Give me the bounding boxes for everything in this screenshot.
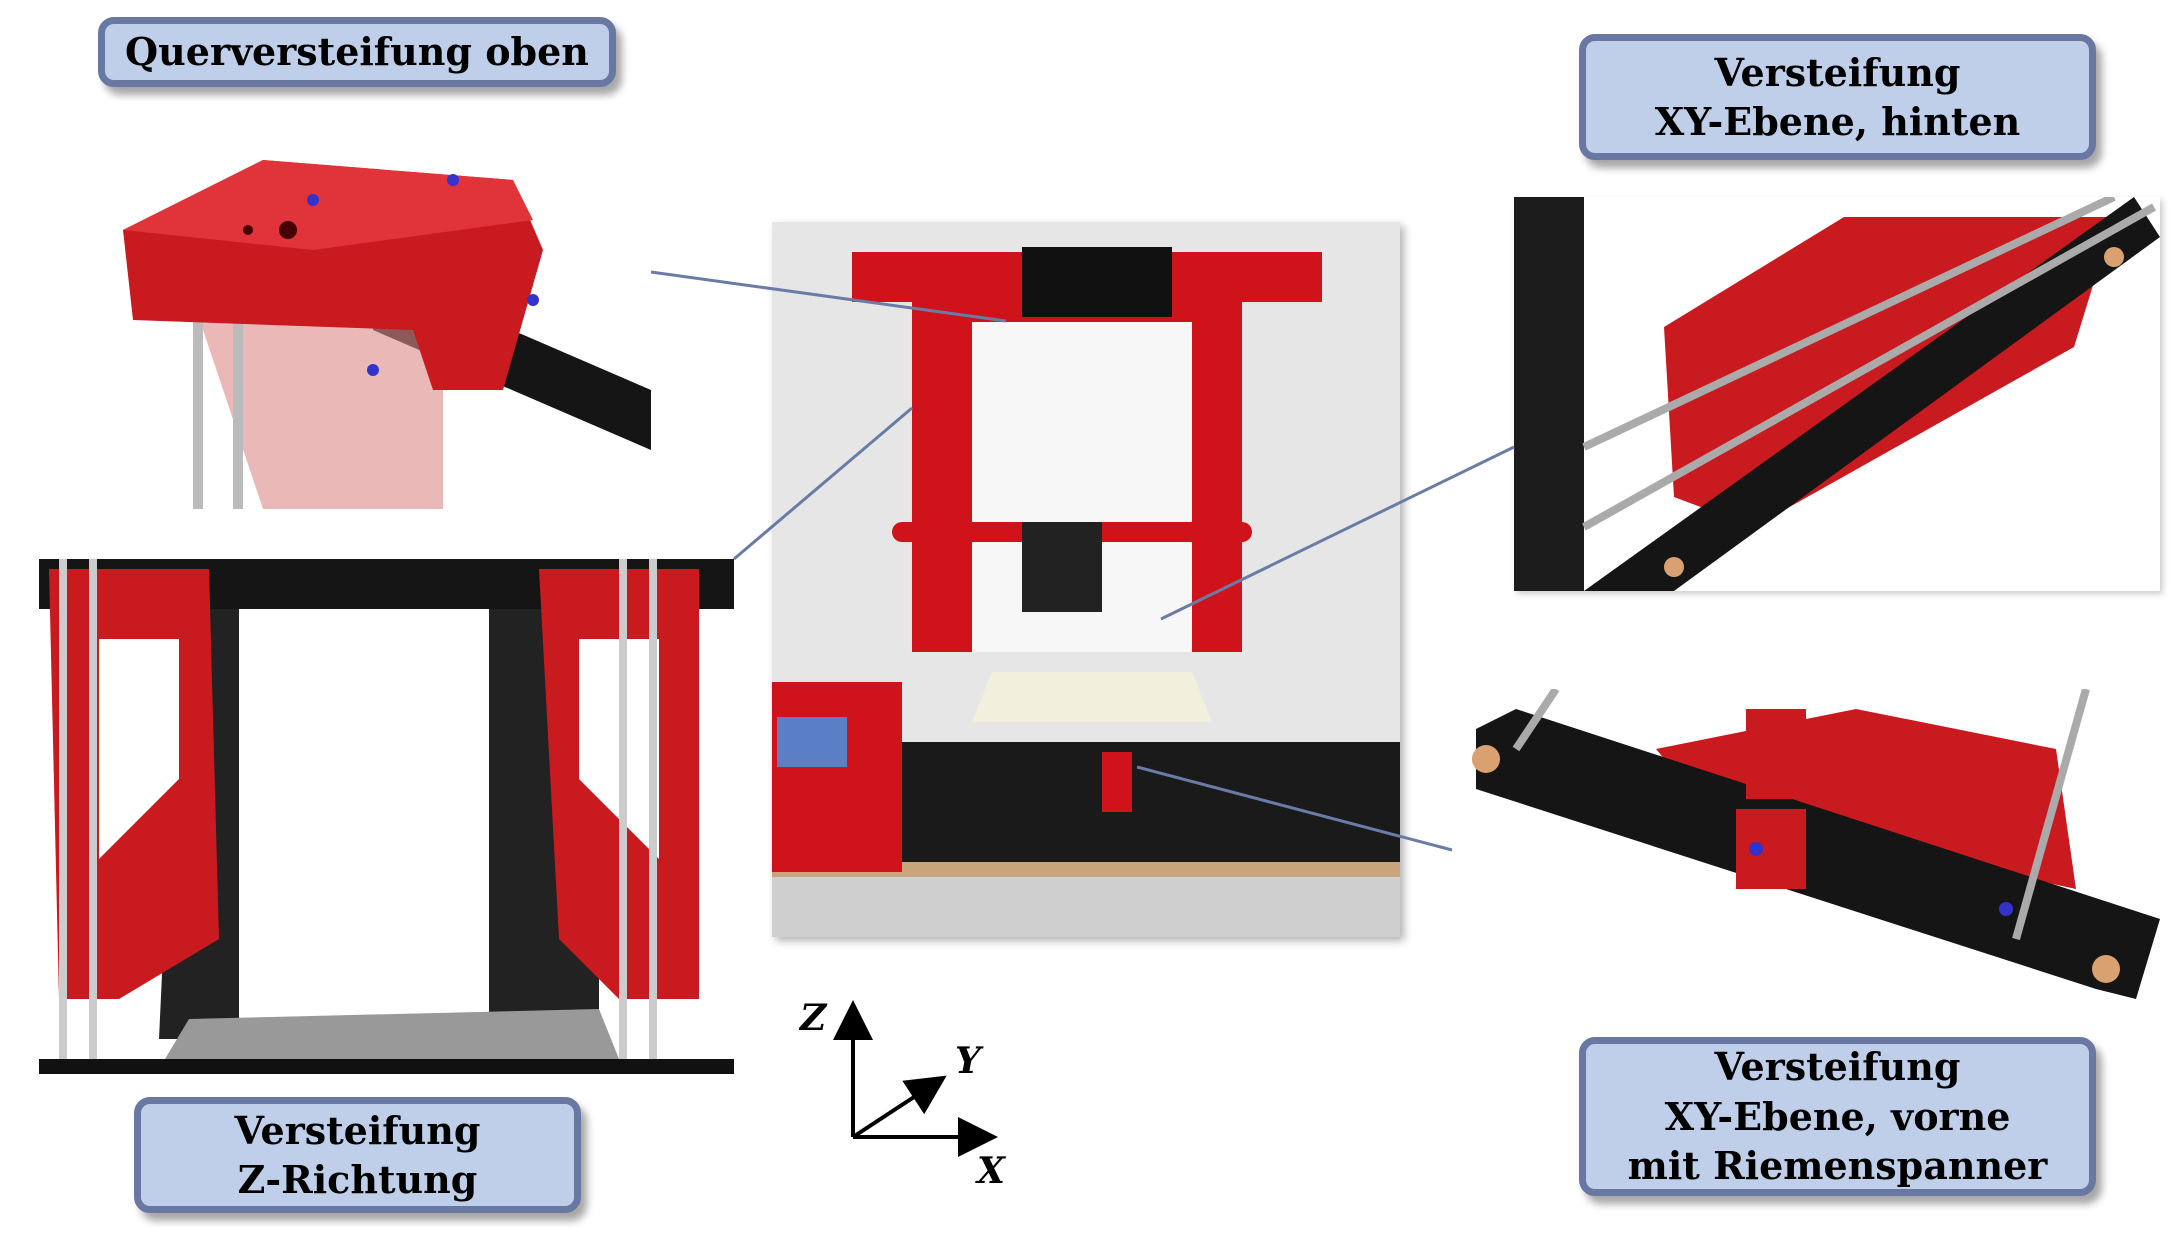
render-versteifung-z	[39, 559, 734, 1074]
label-line: Versteifung	[1714, 49, 1961, 95]
x-axis-label: X	[977, 1150, 1005, 1192]
label-line: mit Riemenspanner	[1627, 1143, 2048, 1189]
photo-3d-printer	[772, 222, 1400, 937]
label-querversteifung-oben: Querversteifung oben	[98, 17, 616, 87]
label-text: Querversteifung oben	[125, 29, 589, 75]
render-versteifung-xy-vorne	[1456, 689, 2160, 1010]
label-line: Versteifung	[234, 1107, 481, 1153]
z-axis-label: Z	[800, 997, 827, 1039]
label-line: Z-Richtung	[237, 1157, 478, 1202]
label-versteifung-xy-vorne: Versteifung XY-Ebene, vorne mit Riemensp…	[1579, 1037, 2096, 1196]
label-line: XY-Ebene, vorne	[1664, 1093, 2011, 1139]
y-axis-label: Y	[955, 1040, 981, 1082]
render-versteifung-xy-hinten	[1514, 197, 2160, 591]
render-querversteifung-oben	[113, 120, 651, 509]
label-line: Versteifung	[1714, 1044, 1961, 1090]
label-line: XY-Ebene, hinten	[1654, 99, 2021, 144]
label-versteifung-z-richtung: Versteifung Z-Richtung	[134, 1097, 581, 1213]
label-versteifung-xy-hinten: Versteifung XY-Ebene, hinten	[1579, 34, 2096, 160]
y-axis-arrow	[851, 1075, 947, 1139]
